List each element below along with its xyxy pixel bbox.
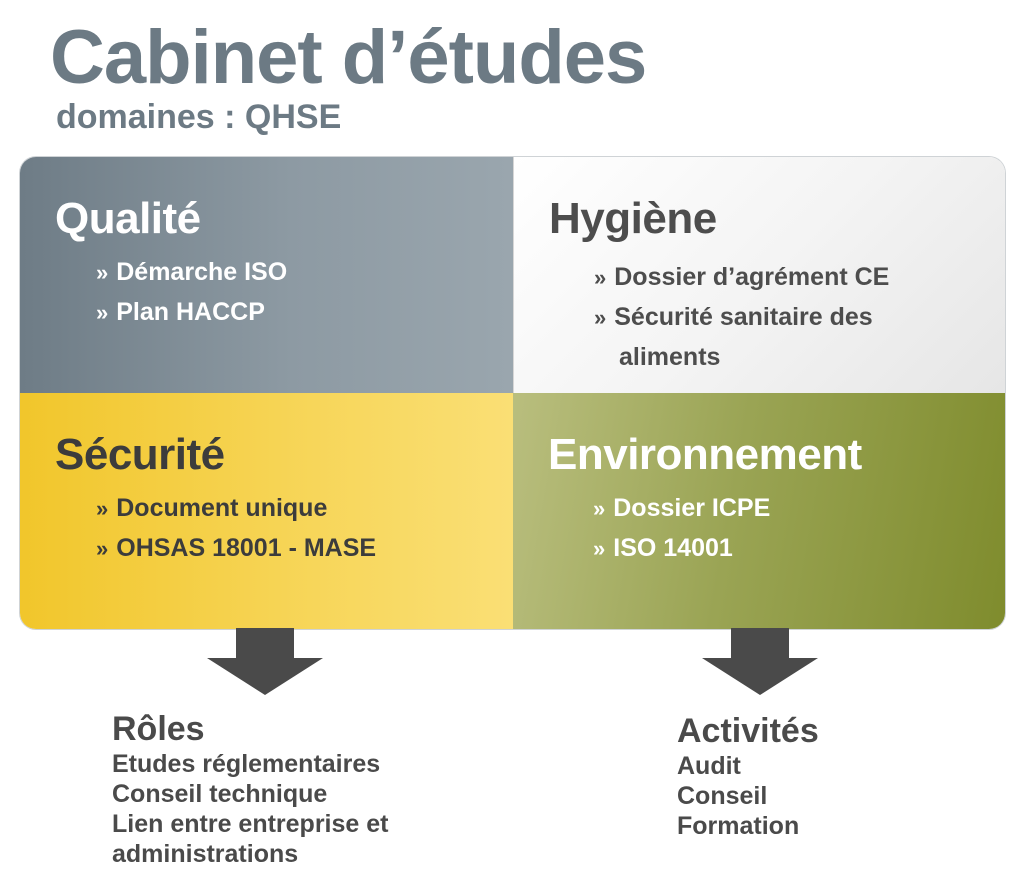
activites-line: Conseil xyxy=(677,782,768,810)
list-item: » Dossier d’agrément CE xyxy=(594,262,889,292)
item-label: Plan HACCP xyxy=(116,298,265,326)
list-item: » Dossier ICPE xyxy=(593,493,770,523)
item-label: Dossier ICPE xyxy=(613,494,771,522)
chevron-icon: » xyxy=(96,496,109,521)
roles-title: Rôles xyxy=(112,710,205,748)
item-label: OHSAS 18001 - MASE xyxy=(116,534,377,562)
item-label: ISO 14001 xyxy=(613,534,733,562)
quadrant-qualite: Qualité » Démarche ISO » Plan HACCP xyxy=(20,157,513,393)
qhse-grid: Qualité » Démarche ISO » Plan HACCP Hygièn… xyxy=(20,157,1005,629)
list-item: » ISO 14001 xyxy=(593,533,733,563)
activites-line: Audit xyxy=(677,752,741,780)
quadrant-title: Sécurité xyxy=(55,430,225,479)
quadrant-securite: Sécurité » Document unique » OHSAS 18001 -… xyxy=(20,393,513,629)
roles-line: administrations xyxy=(112,840,299,868)
quadrant-title: Hygiène xyxy=(549,194,717,243)
item-label: Sécurité sanitaire des xyxy=(614,303,873,331)
quadrant-title: Qualité xyxy=(55,194,201,243)
chevron-icon: » xyxy=(96,300,109,325)
roles-line: Conseil technique xyxy=(112,780,328,808)
activites-line: Formation xyxy=(677,812,800,840)
roles-line: Etudes réglementaires xyxy=(112,750,381,778)
chevron-icon: » xyxy=(594,265,607,290)
item-label: Dossier d’agrément CE xyxy=(614,263,890,291)
arrow-down-icon xyxy=(207,628,323,695)
chevron-icon: » xyxy=(96,260,109,285)
roles-line: Lien entre entreprise et xyxy=(112,810,389,838)
quadrant-hygiene: Hygiène » Dossier d’agrément CE » Sécurité… xyxy=(513,157,1005,393)
item-label: Document unique xyxy=(116,494,328,522)
list-item: » Document unique xyxy=(96,493,327,523)
page-subtitle: domaines : QHSE xyxy=(56,98,342,136)
list-item: » Plan HACCP xyxy=(96,297,265,327)
quadrant-title: Environnement xyxy=(548,430,862,479)
item-label: Démarche ISO xyxy=(116,258,288,286)
page-title: Cabinet d’études xyxy=(50,15,647,100)
chevron-icon: » xyxy=(594,305,607,330)
activites-title: Activités xyxy=(677,712,819,750)
quadrant-environnement: Environnement » Dossier ICPE » ISO 14001 xyxy=(513,393,1005,629)
chevron-icon: » xyxy=(96,536,109,561)
chevron-icon: » xyxy=(593,536,606,561)
list-item: » Sécurité sanitaire des xyxy=(594,302,873,332)
list-item-continuation: aliments xyxy=(619,343,721,371)
list-item: » OHSAS 18001 - MASE xyxy=(96,533,376,563)
arrow-down-icon xyxy=(702,628,818,695)
chevron-icon: » xyxy=(593,496,606,521)
list-item: » Démarche ISO xyxy=(96,257,287,287)
